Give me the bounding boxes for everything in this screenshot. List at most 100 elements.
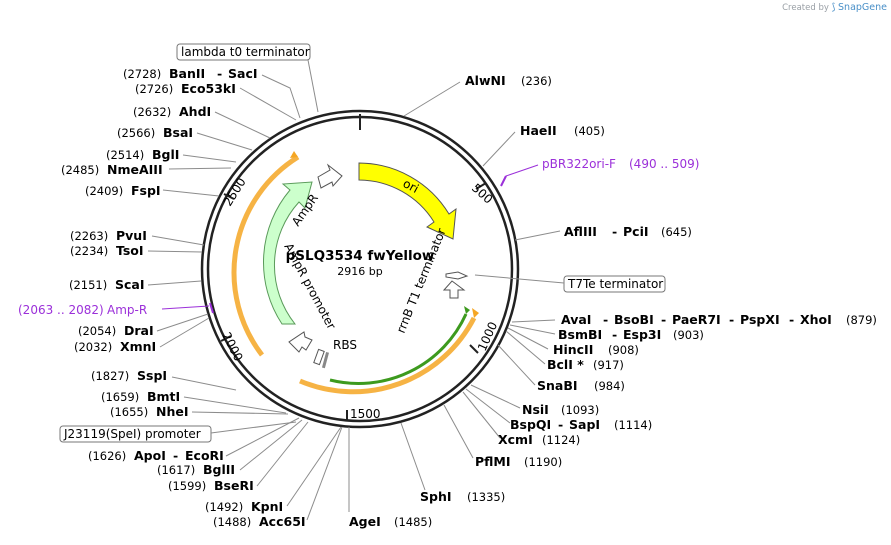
leader-ahdi	[214, 111, 271, 139]
leader-bcli	[505, 330, 546, 365]
promoter-arrow-bottom	[288, 331, 313, 353]
snapgene-watermark: Created by ⟆ SnapGene	[782, 2, 887, 13]
site-scai-pos: (2151)	[69, 278, 107, 292]
leader-hincii	[507, 327, 549, 350]
leader-bmti	[183, 396, 287, 414]
site-bgli: BglI	[152, 147, 179, 162]
terminator-arrow-2	[445, 271, 469, 280]
site-bsmbi-sep: -	[612, 327, 617, 342]
site-xmni: XmnI	[120, 339, 156, 354]
box-t7te-leader	[474, 274, 565, 284]
site-bspqi: BspQI	[510, 417, 551, 432]
tick-label-1500: 1500	[350, 407, 381, 421]
primer-ampr-mark	[209, 302, 214, 314]
site-haeii-pos: (405)	[574, 124, 605, 138]
site-pflmi-pos: (1190)	[524, 455, 562, 469]
primer-ampr-name: Amp-R	[107, 303, 147, 317]
tick-2500-mark	[223, 193, 235, 200]
site-hincii: HincII	[553, 342, 593, 357]
site-agei: AgeI	[349, 514, 381, 529]
rbs-marker-1	[313, 348, 325, 366]
site-apoi-sep: -	[173, 448, 178, 463]
green-arc	[329, 313, 468, 385]
site-bgli-pos: (2514)	[106, 148, 144, 162]
box-j23119-label: J23119(SpeI) promoter	[63, 427, 201, 441]
site-kpni: KpnI	[251, 499, 283, 514]
leader-haeii	[482, 131, 516, 167]
leader-bseri	[256, 421, 309, 487]
site-pvui: PvuI	[116, 228, 147, 243]
site-sspi-pos: (1827)	[91, 369, 129, 383]
box-t7te-label: T7Te terminator	[567, 277, 663, 291]
site-sapi: SapI	[569, 417, 600, 432]
leader-kpni	[286, 426, 342, 507]
site-saci: SacI	[228, 66, 258, 81]
box-lambda-leader	[307, 59, 319, 113]
promoter-arrow-top	[317, 163, 343, 189]
site-xmni-pos: (2032)	[74, 340, 112, 354]
site-afliii: AflIII	[564, 224, 597, 239]
site-xcmi-pos: (1124)	[542, 433, 580, 447]
site-bspqi-pos: (1114)	[614, 418, 652, 432]
leader-bsmbi	[509, 324, 556, 335]
green-arc-head	[464, 306, 470, 314]
site-bsai-pos: (2566)	[117, 126, 155, 140]
primer-pbr322-mark	[500, 175, 507, 187]
leaders-right	[348, 81, 561, 512]
tick-1000-mark	[469, 344, 479, 354]
ori-feature	[358, 162, 457, 240]
leaders-left	[147, 74, 343, 521]
site-bcli: BclI *	[547, 357, 584, 372]
site-bseri: BseRI	[214, 478, 254, 493]
watermark-brand: SnapGene	[838, 2, 887, 13]
site-banii: BanII	[169, 66, 205, 81]
site-acc65i-pos: (1488)	[213, 515, 251, 529]
feature-arc-bottom-head	[472, 308, 479, 318]
box-lambda-label: lambda t0 terminator	[181, 45, 310, 59]
site-nmeaiii: NmeAIII	[107, 162, 163, 177]
site-nsii-pos: (1093)	[561, 403, 599, 417]
site-pspxi: PspXI	[740, 312, 780, 327]
sites-left: (2728) BanII - SacI (2726) Eco53kI (2632…	[61, 66, 306, 529]
site-snabi: SnaBI	[537, 378, 578, 393]
backbone-outer	[200, 109, 520, 429]
primer-ampr-leader	[161, 305, 210, 310]
tick-500-mark	[475, 182, 487, 190]
site-pvui-pos: (2263)	[70, 229, 108, 243]
site-eco53ki-pos: (2726)	[135, 82, 173, 96]
leader-bsai	[196, 132, 253, 151]
site-hincii-pos: (908)	[608, 343, 639, 357]
site-avai: AvaI	[561, 312, 591, 327]
terminator-arrow-1	[442, 280, 466, 299]
leader-nsii	[470, 384, 521, 409]
site-avai-sep1: -	[603, 312, 608, 327]
site-agei-pos: (1485)	[394, 515, 432, 529]
site-bglii: BglII	[203, 462, 235, 477]
leader-xcmi	[462, 391, 501, 439]
box-t7te: T7Te terminator	[474, 274, 666, 293]
box-j23119: J23119(SpeI) promoter	[59, 421, 297, 443]
site-eco53ki: Eco53kI	[181, 81, 236, 96]
site-kpni-pos: (1492)	[205, 500, 243, 514]
site-avai-pos: (879)	[846, 313, 877, 327]
leader-snabi	[497, 344, 536, 386]
plasmid-length: 2916 bp	[337, 265, 382, 278]
site-bsobi: BsoBI	[614, 312, 654, 327]
site-nsii: NsiI	[522, 402, 549, 417]
primer-pbr322-leader	[505, 164, 539, 177]
site-avai-sep4: -	[789, 312, 794, 327]
watermark-prefix: Created by	[782, 3, 829, 13]
site-haeii: HaeII	[520, 123, 557, 138]
sites-right: AlwNI (236) HaeII (405) AflIII - PciI (6…	[349, 73, 877, 529]
site-bsmbi-pos: (903)	[673, 328, 704, 342]
site-pflmi: PflMI	[475, 454, 511, 469]
site-bcli-pos: (917)	[593, 358, 624, 372]
rrnb-t1-label: rrnB T1 terminator	[394, 226, 449, 335]
site-scai: ScaI	[115, 277, 145, 292]
leader-banii	[261, 74, 301, 119]
rbs-marker-2	[321, 352, 330, 369]
site-banii-sep: -	[217, 66, 222, 81]
site-xhoi: XhoI	[800, 312, 832, 327]
leader-eco53ki	[239, 87, 297, 121]
leader-sphi	[400, 422, 426, 491]
